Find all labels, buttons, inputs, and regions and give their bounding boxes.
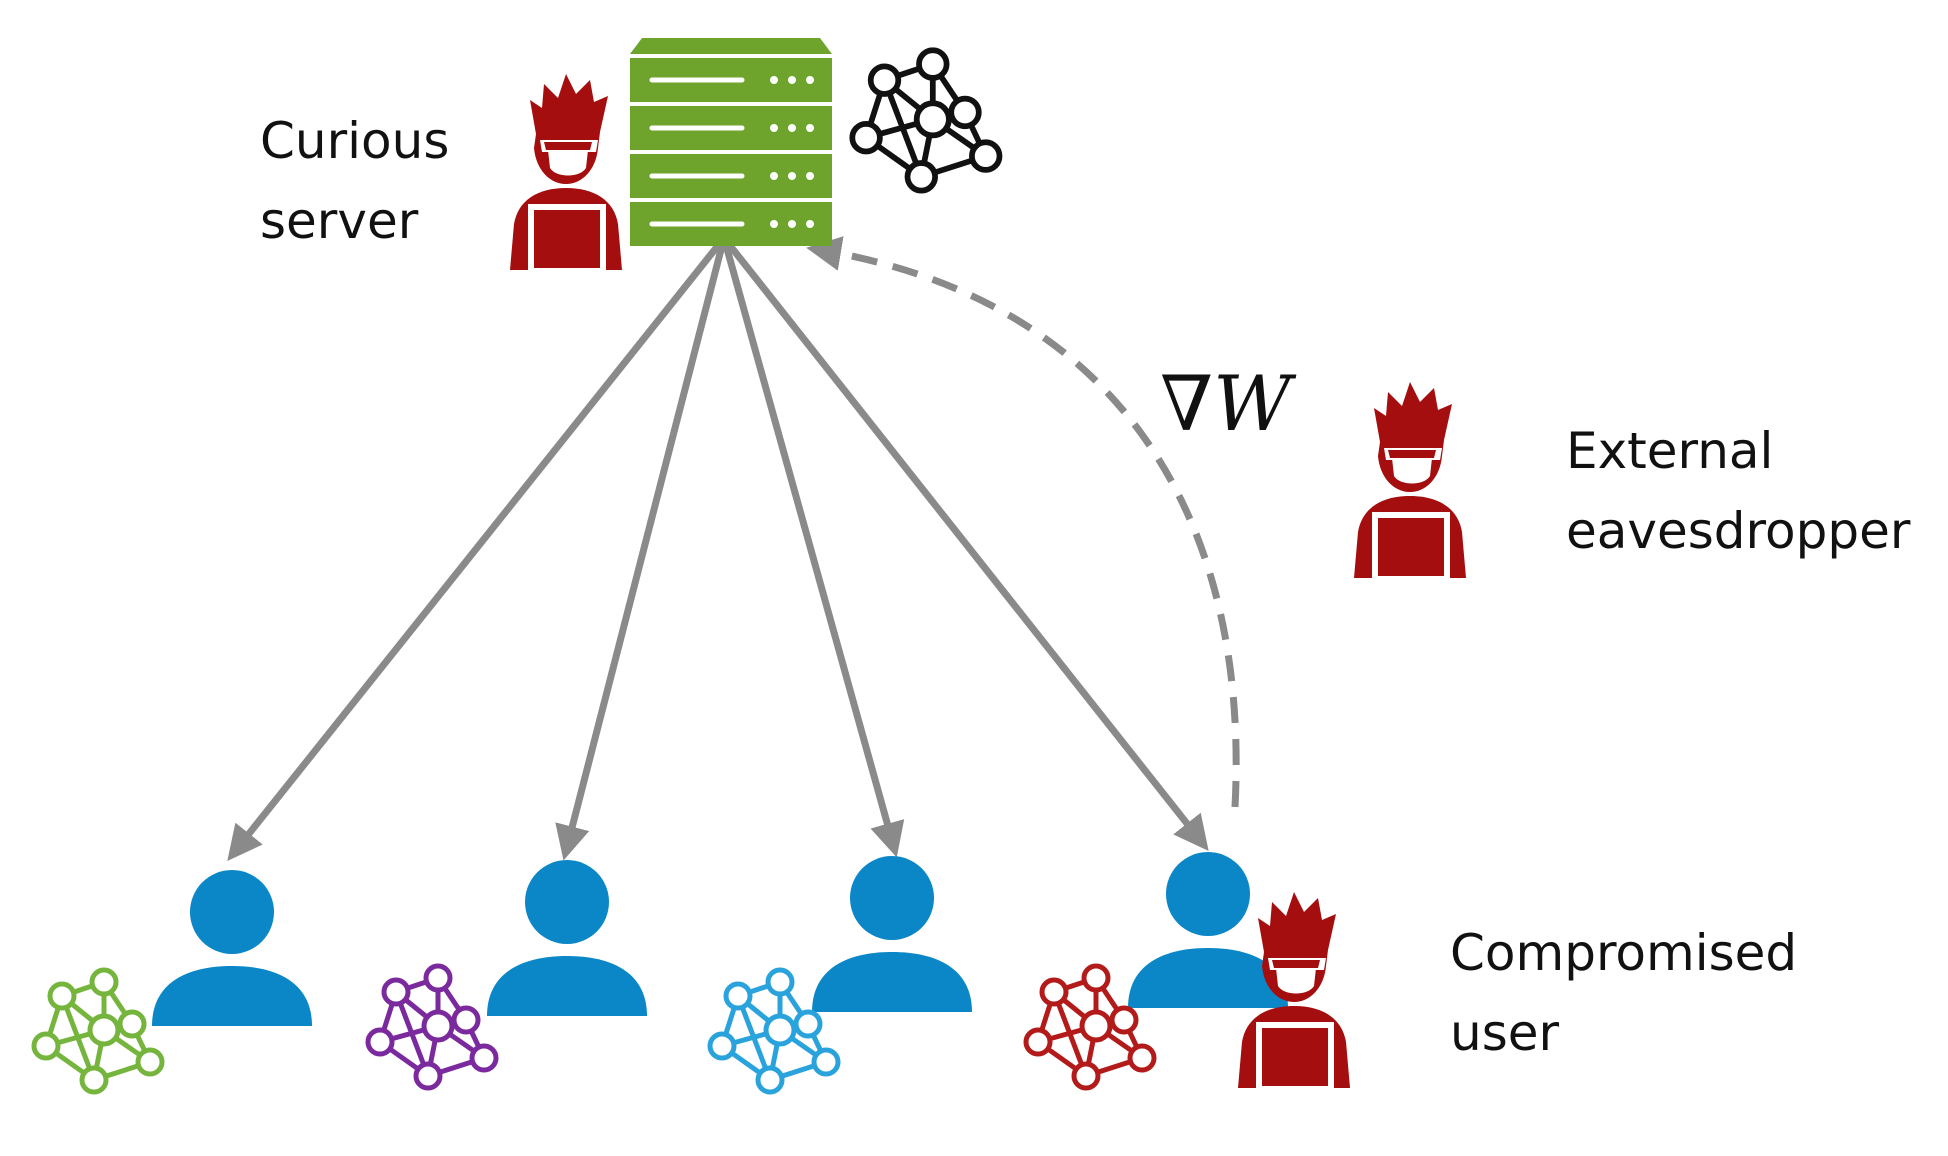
user-icon-1	[152, 870, 312, 1026]
arrows	[227, 235, 1240, 861]
external-eavesdropper-label-line1: External	[1566, 422, 1773, 480]
user-icon-3	[812, 856, 972, 1012]
arrow-to-user-3	[720, 237, 905, 858]
curious-server-label-line1: Curious	[260, 112, 449, 170]
neural-network-icon-server	[852, 50, 999, 190]
hacker-icon-eavesdropper	[1354, 382, 1466, 582]
compromised-user-label-line2: user	[1450, 1004, 1560, 1062]
gradient-upload-arrow	[806, 236, 1240, 808]
neural-network-icon-user-1	[34, 970, 162, 1092]
external-eavesdropper-label-line2: eavesdropper	[1566, 502, 1911, 560]
arrow-to-user-2	[555, 237, 728, 861]
user-icon-2	[487, 860, 647, 1016]
hacker-icon-server	[510, 74, 622, 274]
arrow-to-user-4	[721, 235, 1209, 851]
compromised-user-label-line1: Compromised	[1450, 924, 1797, 982]
server-rack-icon	[630, 38, 832, 246]
arrow-to-user-1	[227, 235, 727, 861]
gradient-label: ∇W	[1160, 359, 1297, 448]
curious-server-label-line2: server	[260, 192, 419, 250]
neural-network-icon-user-2	[368, 966, 496, 1088]
